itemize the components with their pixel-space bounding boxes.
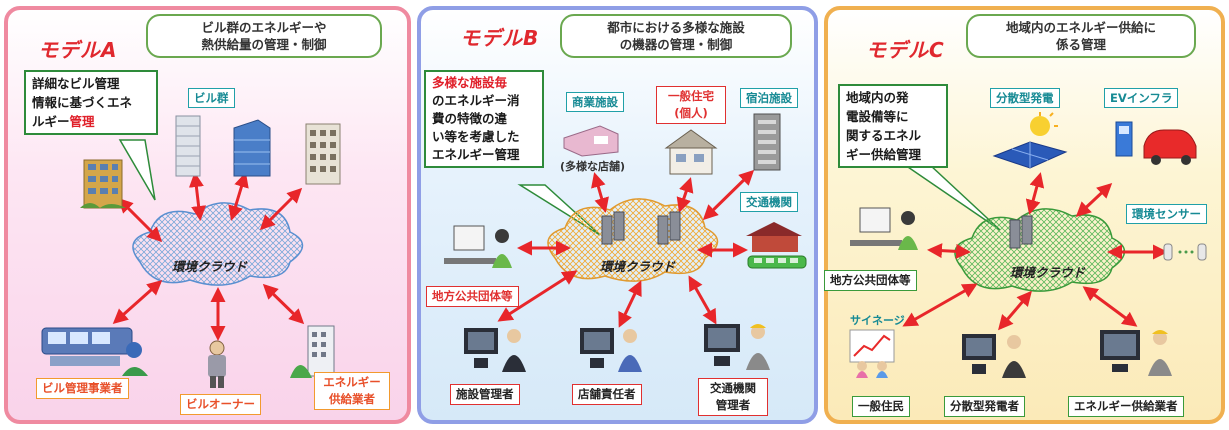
model-a-description: ビル群のエネルギーや 熱供給量の管理・制御 <box>146 14 382 58</box>
server-icon-c <box>1009 215 1033 249</box>
local-gov-label-c: 地方公共団体等 <box>824 270 917 291</box>
signage-residents-icon <box>849 329 895 378</box>
control-room-icon <box>41 327 148 376</box>
model-b-note-line3: 費の特徴の違 <box>432 111 508 126</box>
general-housing-line2: (個人) <box>674 106 708 120</box>
transport-manager-label: 交通機関 管理者 <box>698 378 768 416</box>
model-b-note-line4: い等を考慮した <box>432 129 520 144</box>
model-a-desc-line1: ビル群のエネルギーや <box>201 20 327 35</box>
general-housing-label: 一般住宅 (個人) <box>656 86 726 124</box>
apartment-building-icon <box>80 159 126 209</box>
store-manager-label: 店舗責任者 <box>572 384 642 405</box>
model-b-note: 多様な施設毎 のエネルギー消 費の特徴の違 い等を考慮した エネルギー管理 <box>424 70 544 168</box>
hotel-building-icon <box>753 113 781 171</box>
transport-manager-line2: 管理者 <box>715 398 751 412</box>
model-b-title: モデルB <box>460 26 540 50</box>
model-c-description: 地域内のエネルギー供給に 係る管理 <box>966 14 1196 58</box>
model-b-note-line1-text: 多様な施設毎 <box>432 75 508 90</box>
signage-label: サイネージ <box>850 314 905 327</box>
model-a-note-line3-black: ルギー <box>32 114 70 129</box>
general-residents-label: 一般住民 <box>852 396 910 417</box>
lodging-facility-label: 宿泊施設 <box>740 88 798 108</box>
building-group-label: ビル群 <box>188 88 235 108</box>
model-a-note-line2: 情報に基づくエネ <box>32 95 133 110</box>
distributed-generator-label: 分散型発電者 <box>944 396 1025 417</box>
energy-supplier-a-line1: エネルギー <box>323 375 381 389</box>
house-icon <box>664 129 718 175</box>
model-b-desc-line1: 都市における多様な施設 <box>607 20 745 35</box>
model-b-description: 都市における多様な施設 の機器の管理・制御 <box>560 14 792 58</box>
model-c-note-line2: 電設備等に <box>846 109 909 124</box>
model-b-desc-line2: の機器の管理・制御 <box>619 37 733 52</box>
energy-supplier-icon-c <box>1100 330 1172 376</box>
glass-building-icon <box>233 119 271 177</box>
model-a-note-line3-red: 管理 <box>69 114 95 129</box>
office-building-icon <box>305 123 341 185</box>
model-a-desc-line2: 熱供給量の管理・制御 <box>201 37 327 52</box>
model-c-note-line4: ギー供給管理 <box>846 147 922 162</box>
tower-building-icon <box>175 115 201 177</box>
server-icon-b <box>601 211 681 245</box>
transport-manager-line1: 交通機関 <box>710 381 756 395</box>
building-owner-label: ビルオーナー <box>180 394 261 415</box>
model-c-note-line3: 関するエネル <box>846 128 922 143</box>
cloud-c-label: 環境クラウド <box>1010 265 1086 280</box>
solar-panel-icon <box>992 112 1068 169</box>
model-b-note-line2: のエネルギー消 <box>432 93 520 108</box>
model-c-title: モデルC <box>866 38 945 62</box>
facility-manager-label: 施設管理者 <box>450 384 520 405</box>
energy-supplier-label-c: エネルギー供給業者 <box>1068 396 1184 417</box>
train-station-icon <box>746 222 807 269</box>
cloud-b-label: 環境クラウド <box>600 259 676 274</box>
gov-workstation-icon-b <box>444 225 512 268</box>
owner-person-icon <box>208 340 226 388</box>
model-a-note: 詳細なビル管理 情報に基づくエネ ルギー管理 <box>24 70 158 135</box>
model-c-note-line1: 地域内の発 <box>846 90 909 105</box>
various-stores-label: (多様な店舗) <box>560 160 626 173</box>
ev-infrastructure-label: EVインフラ <box>1104 88 1179 108</box>
model-c-desc-line1: 地域内のエネルギー供給に <box>1005 20 1156 35</box>
general-housing-line1: 一般住宅 <box>668 89 714 103</box>
shop-icon <box>563 125 619 157</box>
store-manager-icon <box>580 328 642 372</box>
local-gov-label-b: 地方公共団体等 <box>426 286 519 307</box>
sensor-icon <box>1163 243 1207 261</box>
model-b-note-line5: エネルギー管理 <box>432 147 520 162</box>
model-c-note: 地域内の発 電設備等に 関するエネル ギー供給管理 <box>838 84 948 168</box>
distributed-generation-label: 分散型発電 <box>990 88 1060 108</box>
facility-manager-icon <box>464 328 526 372</box>
transport-label: 交通機関 <box>740 192 798 212</box>
cloud-a-label: 環境クラウド <box>172 259 248 274</box>
model-a-note-line1: 詳細なビル管理 <box>32 76 120 91</box>
environment-sensor-label: 環境センサー <box>1126 204 1207 224</box>
ev-charger-car-icon <box>1115 121 1197 165</box>
model-a-note-line3: ルギー管理 <box>32 112 150 131</box>
building-operator-label: ビル管理事業者 <box>36 378 129 399</box>
transport-manager-icon <box>704 324 770 370</box>
commercial-facility-label: 商業施設 <box>566 92 624 112</box>
model-a-title: モデルA <box>38 38 118 62</box>
energy-supplier-label-a: エネルギー 供給業者 <box>314 372 390 410</box>
gov-workstation-icon-c <box>850 207 918 250</box>
model-c-desc-line2: 係る管理 <box>1055 37 1106 52</box>
generator-operator-icon <box>962 334 1026 378</box>
energy-supplier-a-line2: 供給業者 <box>329 392 375 406</box>
supplier-building-icon <box>290 325 335 378</box>
model-b-note-line1: 多様な施設毎 <box>432 74 536 92</box>
